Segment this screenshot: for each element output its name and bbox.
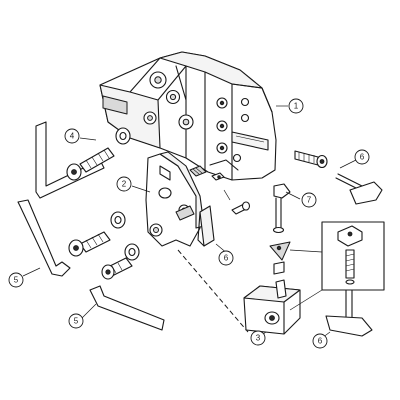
pin-small [211, 172, 225, 181]
t-wrench-top [335, 173, 383, 205]
callout-5-middle: 5 [8, 272, 24, 288]
callout-label-3: 3 [256, 334, 261, 343]
washer-middle [110, 211, 126, 229]
callout-6-top: 6 [354, 149, 370, 165]
clamp-wedge [197, 205, 215, 247]
callout-label-7: 7 [307, 196, 312, 205]
callout-1: 1 [288, 98, 304, 114]
clamp-screw-right [294, 150, 328, 169]
callout-6-middle: 6 [218, 250, 234, 266]
washer-upper [115, 127, 131, 145]
callout-2: 2 [116, 176, 132, 192]
callout-label-5-lower: 5 [74, 317, 79, 326]
adjusting-screw [269, 183, 291, 275]
callout-label-6-top: 6 [360, 153, 365, 162]
lower-block [243, 279, 301, 335]
callout-label-2: 2 [122, 180, 127, 189]
callout-label-4: 4 [70, 132, 75, 141]
tool-holder-body [99, 51, 277, 181]
socket-screw-upper [66, 147, 115, 181]
hex-key-lower [89, 285, 165, 331]
callout-label-6-middle: 6 [224, 254, 229, 263]
callout-label-5-middle: 5 [14, 276, 19, 285]
callout-5-lower: 5 [68, 313, 84, 329]
callout-7: 7 [301, 192, 317, 208]
socket-screw-middle [68, 231, 111, 257]
set-screw-small [189, 165, 207, 177]
t-wrench-inset [325, 289, 373, 337]
callout-3: 3 [250, 330, 266, 346]
socket-screw-lower [101, 257, 133, 280]
pin-plate [231, 201, 251, 215]
callout-4: 4 [64, 128, 80, 144]
detail-inset [321, 221, 385, 291]
washer-lower [124, 243, 140, 261]
hex-key-upper [35, 121, 105, 199]
leader-lines [22, 105, 357, 339]
clamp-plate [145, 151, 205, 247]
callout-6-inset: 6 [312, 333, 328, 349]
callout-label-1: 1 [294, 102, 299, 111]
callout-label-6-inset: 6 [318, 337, 323, 346]
hex-key-middle [17, 199, 71, 277]
